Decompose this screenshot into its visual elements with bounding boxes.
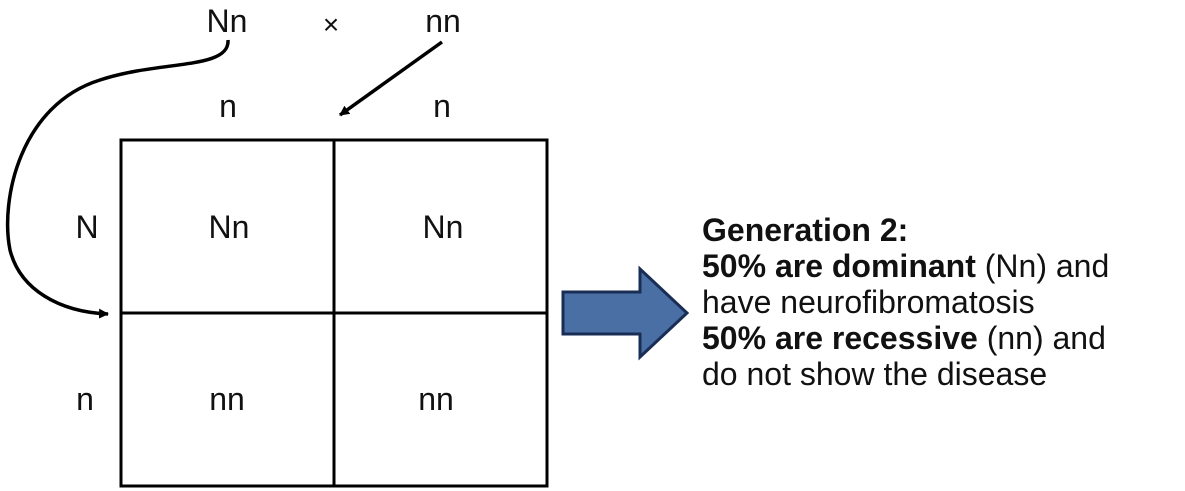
result-arrow-icon (561, 265, 690, 361)
cell-1-1: Nn (208, 209, 250, 245)
dominant-genotype: (Nn) and (975, 248, 1110, 284)
dominant-description: have neurofibromatosis (702, 284, 1035, 320)
straight-arrow (338, 40, 444, 117)
cell-2-2: nn (418, 381, 454, 417)
parent1-genotype: Nn (206, 3, 248, 39)
result-legend: Generation 2: 50% are dominant (Nn) and … (702, 212, 1109, 392)
cross-symbol: × (322, 9, 340, 40)
result-heading: Generation 2: (702, 212, 909, 248)
curved-arrow (5, 39, 230, 319)
cell-2-1: nn (209, 381, 245, 417)
dominant-label: 50% are dominant (702, 248, 976, 284)
col-allele-1: n (219, 88, 237, 124)
recessive-label: 50% are recessive (702, 320, 978, 356)
row-allele-2: n (76, 381, 94, 417)
parent2-genotype: nn (425, 3, 461, 39)
col-allele-2: n (433, 88, 451, 124)
row-allele-1: N (75, 209, 99, 245)
recessive-genotype: (nn) and (977, 320, 1106, 356)
recessive-description: do not show the disease (702, 356, 1048, 392)
cell-1-2: Nn (422, 209, 464, 245)
